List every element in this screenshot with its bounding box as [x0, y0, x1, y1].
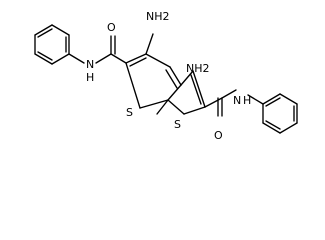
bond [125, 62, 141, 109]
bond [110, 53, 127, 64]
bond [221, 89, 237, 99]
bond [139, 99, 169, 109]
bond [279, 122, 298, 134]
bond [169, 66, 182, 86]
bond [167, 99, 185, 115]
bond [262, 93, 281, 105]
atom-label-nh-left-h: H [86, 71, 94, 84]
bond [34, 53, 53, 65]
bond [51, 53, 70, 65]
bond [180, 70, 194, 86]
bond [247, 94, 264, 105]
bond [37, 51, 53, 61]
atom-label-nh2-right: NH2 [186, 62, 210, 75]
bond [190, 74, 202, 105]
atom-label-s-right: S [174, 118, 181, 131]
bond [145, 53, 171, 68]
bond [183, 106, 206, 115]
bond [125, 53, 147, 64]
bond [68, 53, 85, 64]
bond [262, 122, 281, 134]
right-amide-group [204, 89, 264, 117]
bond [51, 24, 70, 36]
bond [37, 28, 53, 38]
bond [165, 69, 178, 89]
bond [167, 84, 182, 101]
atom-label-nh-right-h: H [243, 94, 251, 107]
right-phenyl-ring [262, 93, 298, 134]
bond [265, 120, 281, 130]
chemical-structure-diagram: NH2 NH2 O O N H N H S S [34, 10, 298, 142]
bond [95, 53, 112, 64]
bond [129, 57, 147, 67]
atom-label-o-left: O [107, 21, 116, 34]
bond [192, 70, 206, 108]
atom-label-nh-left: N [86, 58, 94, 71]
bond [279, 93, 298, 105]
thienothiophene-core [125, 33, 206, 115]
bond [265, 97, 281, 107]
bond [145, 33, 154, 55]
molecule-canvas: NH2 NH2 O O N H N H S S [34, 10, 298, 142]
left-amide-group [68, 35, 127, 64]
bond [34, 24, 53, 36]
atom-label-nh-right: N [233, 94, 241, 107]
left-phenyl-ring [34, 24, 70, 65]
bond [156, 99, 169, 115]
bond [204, 97, 223, 108]
atom-label-nh2-top: NH2 [146, 10, 170, 23]
atom-label-s-left: S [126, 106, 133, 119]
atom-label-o-right: O [214, 129, 223, 142]
